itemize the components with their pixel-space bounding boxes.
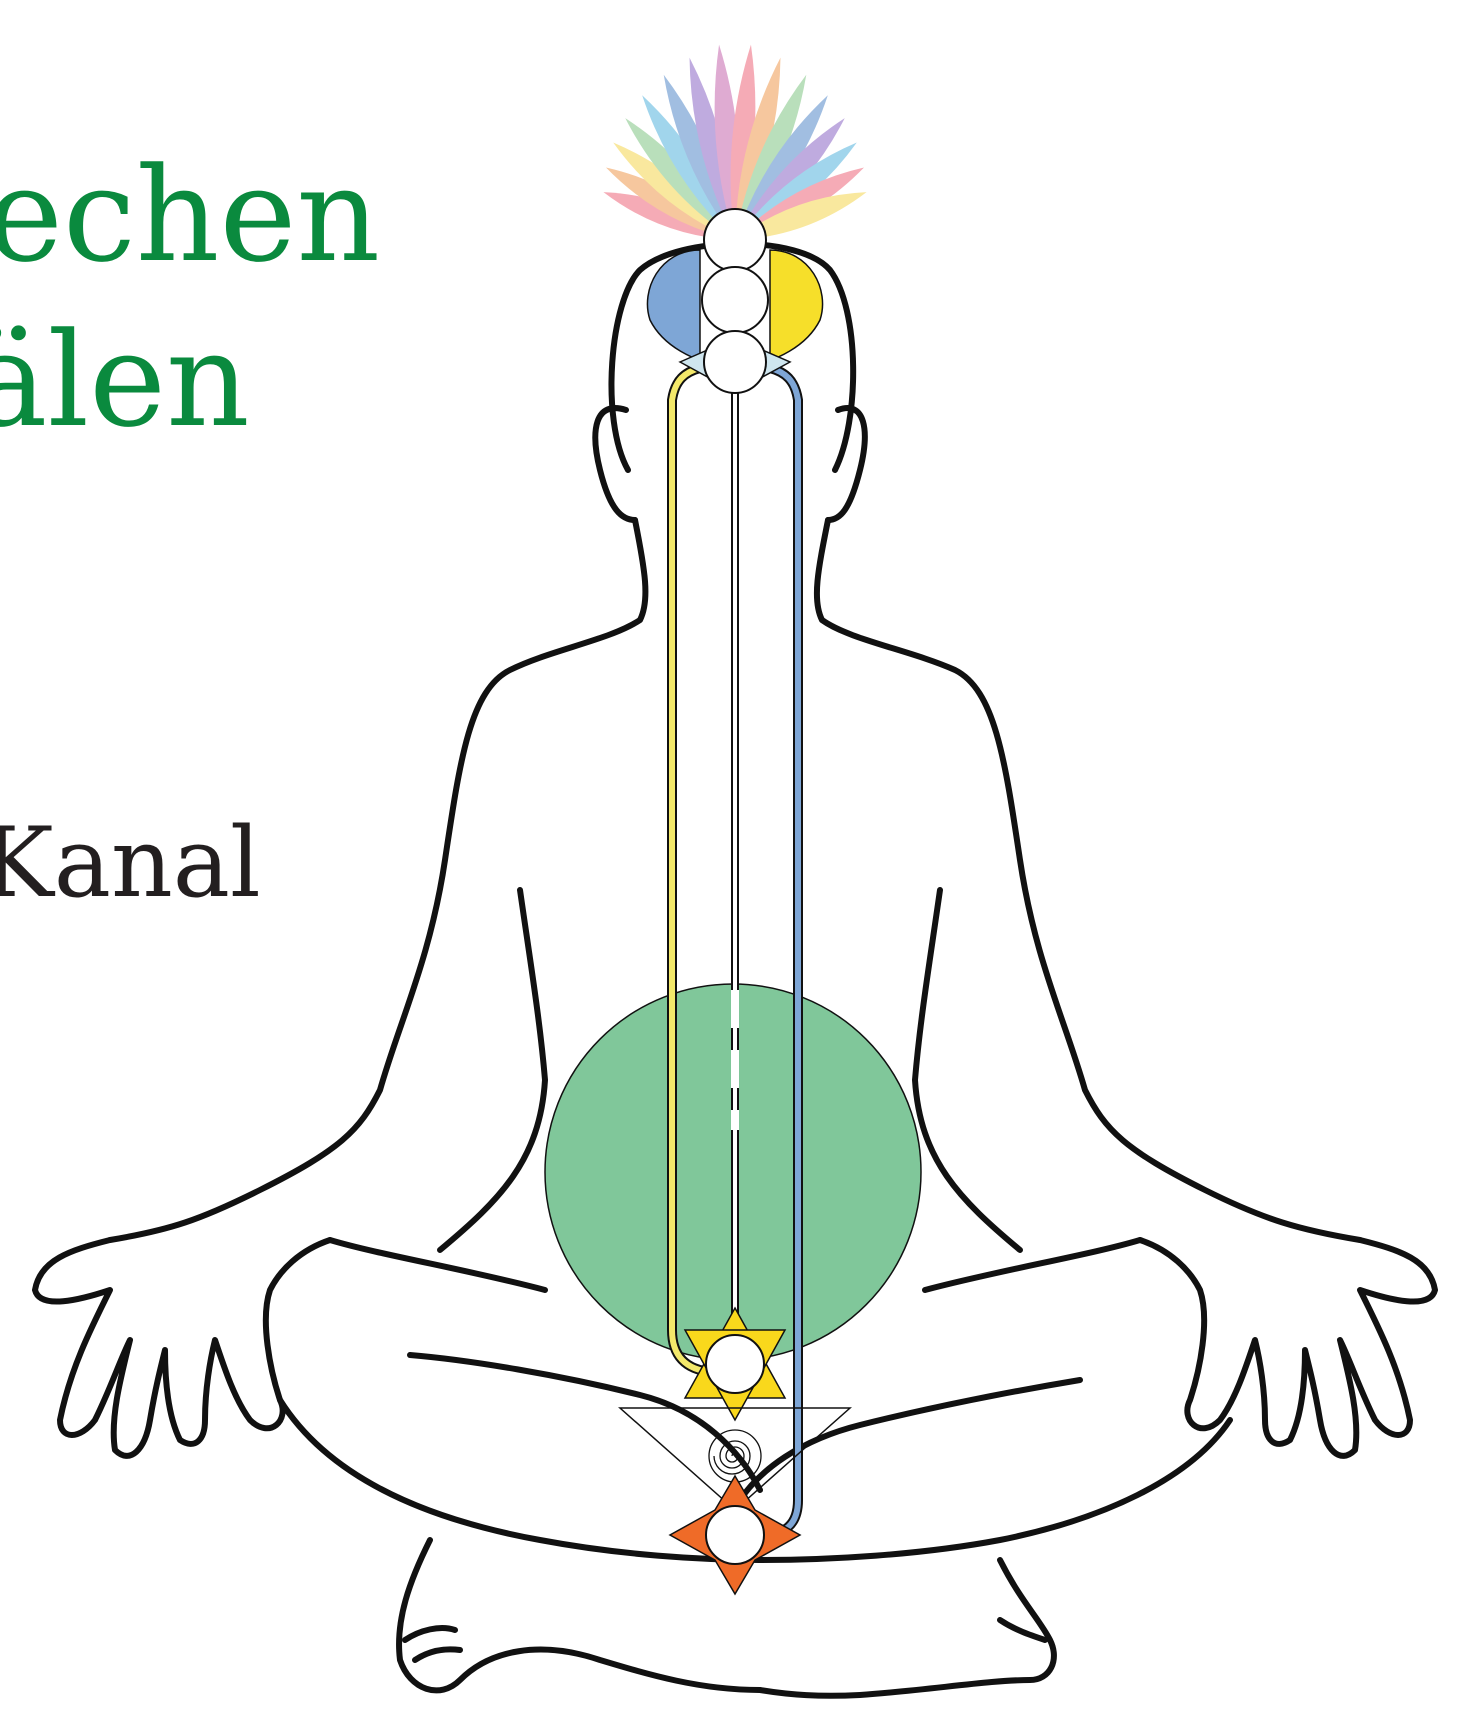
crown-right-petal bbox=[770, 250, 823, 360]
left-foot bbox=[399, 1540, 760, 1690]
chakra-circle-icon bbox=[702, 267, 768, 333]
chakra-circles bbox=[702, 209, 768, 393]
chakra-circle-icon bbox=[704, 331, 766, 393]
left-inner-arm bbox=[440, 890, 545, 1250]
crown-left-petal bbox=[647, 250, 700, 360]
left-hand bbox=[35, 1240, 330, 1456]
root-star-icon bbox=[670, 1476, 800, 1594]
right-leg bbox=[740, 1380, 1080, 1500]
left-waist bbox=[330, 1240, 545, 1290]
right-hand bbox=[1140, 1240, 1435, 1456]
right-inner-arm bbox=[915, 890, 1020, 1250]
chakra-circle-icon bbox=[704, 209, 766, 271]
right-waist bbox=[925, 1240, 1140, 1290]
